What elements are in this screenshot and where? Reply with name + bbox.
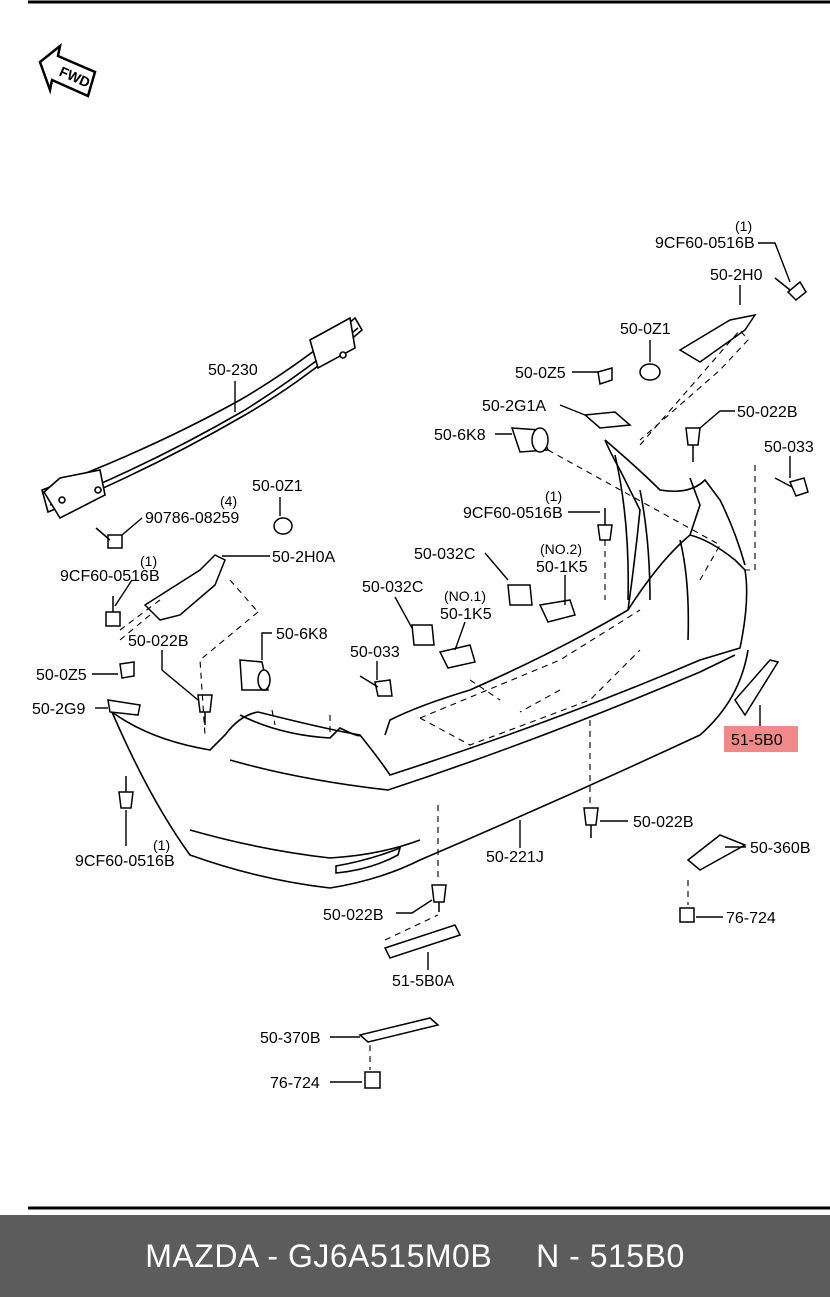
callout-label: 50-032C xyxy=(362,579,423,596)
callout-label: 76-724 xyxy=(270,1075,320,1092)
footer-ref-code: N - 515B0 xyxy=(536,1237,685,1274)
callout-label: 50-033 xyxy=(350,644,400,661)
callout-qty: (1) xyxy=(140,553,157,569)
callout-label: 9CF60-0516B xyxy=(75,853,175,870)
callout-label: 50-1K5 xyxy=(440,606,492,623)
callout-label: 50-2H0A xyxy=(272,549,335,566)
callout-label-highlighted: 51-5B0 xyxy=(731,732,783,749)
reinforcement-bar-illustration xyxy=(41,316,364,520)
callout-label: 9CF60-0516B xyxy=(60,568,160,585)
callout-qty: (4) xyxy=(220,493,237,509)
callout-qty: (1) xyxy=(545,488,562,504)
callout-label: 90786-08259 xyxy=(145,510,239,527)
callout-label: 50-022B xyxy=(323,907,384,924)
footer-bar: MAZDA - GJ6A515M0B N - 515B0 xyxy=(0,1215,830,1297)
callout-qty: (1) xyxy=(153,837,170,853)
callout-label: 50-1K5 xyxy=(536,559,588,576)
callout-label: 51-5B0A xyxy=(392,973,455,990)
callout-label: 50-032C xyxy=(414,546,475,563)
assembly-guide-lines xyxy=(119,329,756,1070)
callout-label: 50-6K8 xyxy=(276,626,328,643)
callout-label: 50-0Z5 xyxy=(515,365,566,382)
callout-label: 50-022B xyxy=(737,404,798,421)
fwd-arrow-icon: FWD xyxy=(38,42,97,98)
callout-label: 50-2H0 xyxy=(710,267,763,284)
callout-qty: (NO.2) xyxy=(540,541,582,557)
callout-qty: (1) xyxy=(735,218,752,234)
callout-label: 50-022B xyxy=(633,814,694,831)
callout-label: 50-6K8 xyxy=(434,427,486,444)
callout-label: 50-221J xyxy=(486,849,544,866)
leader-lines xyxy=(92,242,791,1083)
parts-diagram: FWD xyxy=(28,0,830,1210)
fastener-glyphs xyxy=(95,277,809,1089)
callout-label: 50-0Z5 xyxy=(36,667,87,684)
callout-label: 9CF60-0516B xyxy=(655,235,755,252)
callout-label: 9CF60-0516B xyxy=(463,505,563,522)
callout-label: 50-022B xyxy=(128,633,189,650)
callout-label: 50-2G1A xyxy=(482,398,546,415)
bumper-cover-illustration xyxy=(111,439,749,889)
callout-label: 50-370B xyxy=(260,1030,321,1047)
callout-label: 50-2G9 xyxy=(32,701,85,718)
callout-label: 50-360B xyxy=(750,840,811,857)
callout-labels: (1) 9CF60-0516B 50-2H0 50-0Z1 50-0Z5 50-… xyxy=(32,218,814,1092)
highlight-box xyxy=(724,726,798,752)
callout-label: 76-724 xyxy=(726,910,776,927)
callout-label: 50-0Z1 xyxy=(252,478,303,495)
footer-part-number: MAZDA - GJ6A515M0B xyxy=(145,1237,493,1274)
callout-label: 50-230 xyxy=(208,362,258,379)
callout-label: 50-033 xyxy=(764,439,814,456)
callout-label: 50-0Z1 xyxy=(620,321,671,338)
callout-qty: (NO.1) xyxy=(444,588,486,604)
